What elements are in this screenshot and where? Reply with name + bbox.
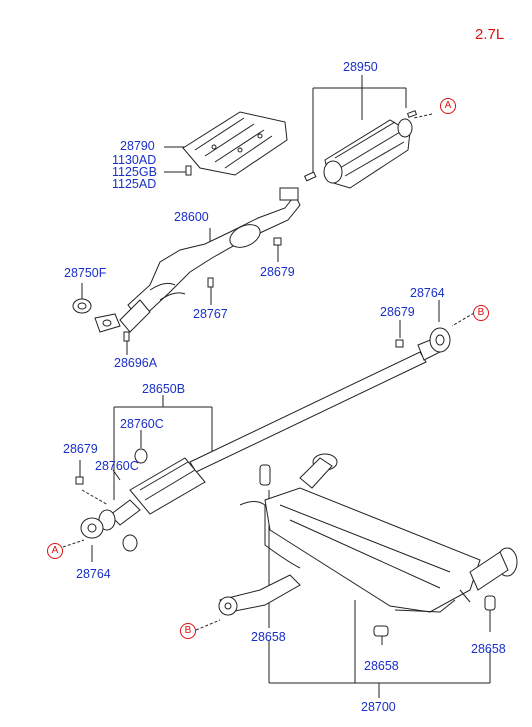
part-28679-left-label: 28679 [63, 442, 98, 456]
ref-marker-a-left: A [47, 543, 63, 559]
part-28790-label: 28790 [120, 139, 155, 153]
part-28950-label: 28950 [343, 60, 378, 74]
part-28658-middle-label: 28658 [364, 659, 399, 673]
part-1125gb-label: 1125GB [112, 165, 157, 179]
part-28700-label: 28700 [361, 700, 396, 714]
part-1130ad-label: 1130AD [112, 153, 157, 167]
part-28650b-label: 28650B [142, 382, 186, 396]
part-28679-right-label: 28679 [380, 305, 415, 319]
part-28764-left-label: 28764 [76, 567, 111, 581]
part-28760c-upper-label: 28760C [120, 417, 164, 431]
part-28658-right-label: 28658 [471, 642, 506, 656]
ref-marker-b-bottom: B [180, 623, 196, 639]
part-28764-right-label: 28764 [410, 286, 445, 300]
part-28760c-lower-label: 28760C [95, 459, 139, 473]
ref-marker-b-right: B [473, 305, 489, 321]
engine-variant-label: 2.7L [475, 26, 505, 43]
part-28679-top-label: 28679 [260, 265, 295, 279]
part-28600-label: 28600 [174, 210, 209, 224]
part-28696a-label: 28696A [114, 356, 158, 370]
part-28750f-label: 28750F [64, 266, 107, 280]
part-28767-label: 28767 [193, 307, 228, 321]
part-1125ad-label: 1125AD [112, 177, 157, 191]
part-28658-left-label: 28658 [251, 630, 286, 644]
ref-marker-a-top: A [440, 98, 456, 114]
